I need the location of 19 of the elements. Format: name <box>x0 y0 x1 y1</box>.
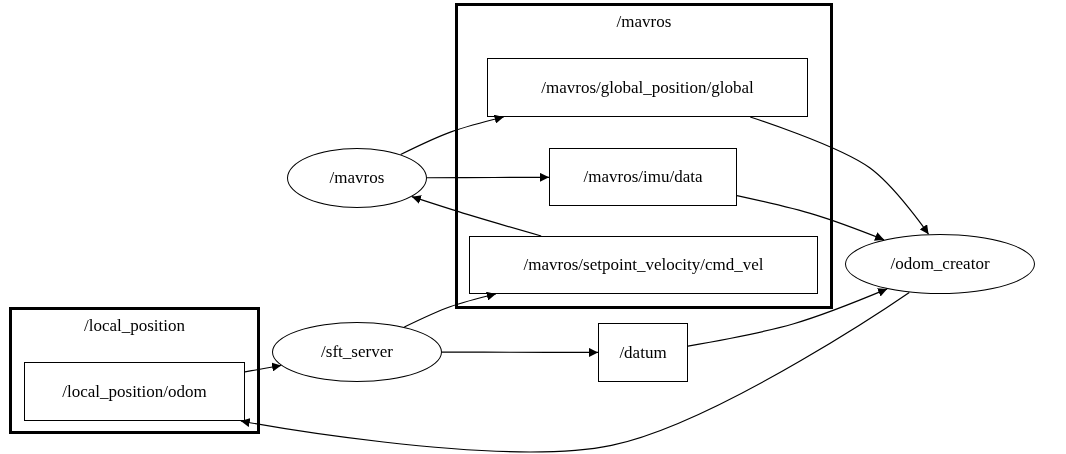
topic-box: /datum <box>598 323 688 382</box>
topic-box: /local_position/odom <box>24 362 245 421</box>
group-title: /local_position <box>82 316 186 336</box>
arrow <box>441 347 599 357</box>
group-box <box>455 3 833 309</box>
group-title: /mavros <box>615 12 673 32</box>
arrow <box>240 291 910 453</box>
arrow <box>403 291 497 328</box>
arrow <box>736 195 885 241</box>
group-box <box>9 307 260 434</box>
topic-box: /mavros/global_position/global <box>487 58 808 117</box>
arrow <box>426 172 550 182</box>
arrow <box>400 114 505 156</box>
topic-box: /mavros/imu/data <box>549 148 737 206</box>
arrow <box>244 362 282 373</box>
arrow <box>687 288 888 347</box>
arrow <box>749 116 930 235</box>
topic-box: /mavros/setpoint_velocity/cmd_vel <box>469 236 818 294</box>
arrow <box>411 195 542 237</box>
